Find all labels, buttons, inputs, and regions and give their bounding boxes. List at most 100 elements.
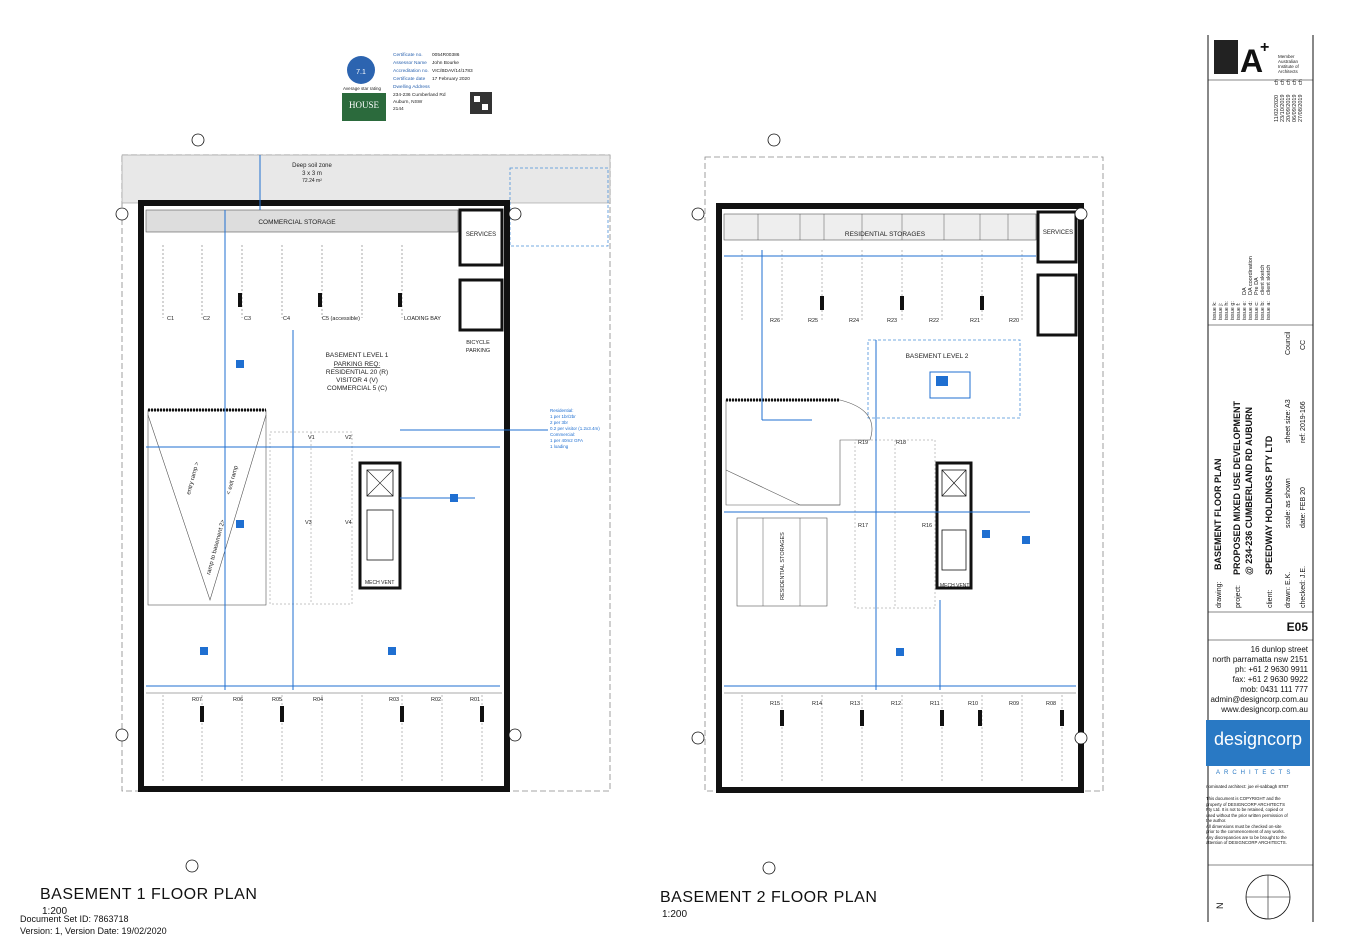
svg-text:R24: R24 bbox=[849, 318, 859, 324]
residential-storages-side: RESIDENTIAL STORAGES bbox=[780, 532, 786, 600]
svg-text:drawing:: drawing: bbox=[1216, 581, 1223, 608]
svg-text:Australian: Australian bbox=[1278, 59, 1299, 64]
svg-text:1 loading: 1 loading bbox=[550, 444, 569, 449]
svg-text:3 x 3 m: 3 x 3 m bbox=[302, 171, 322, 177]
svg-text:R05: R05 bbox=[272, 697, 282, 703]
svg-text:issue k:: issue k: bbox=[1212, 301, 1218, 320]
basement-2-wall bbox=[716, 203, 1084, 793]
svg-text:date: FEB 20: date: FEB 20 bbox=[1300, 487, 1307, 528]
svg-text:1 per 40m2 GFA: 1 per 40m2 GFA bbox=[550, 438, 583, 443]
svg-text:C3: C3 bbox=[244, 316, 251, 322]
svg-text:Auburn, NSW: Auburn, NSW bbox=[393, 99, 423, 105]
svg-text:@ 234-236 CUMBERLAND RD AUBURN: @ 234-236 CUMBERLAND RD AUBURN bbox=[1244, 407, 1254, 575]
services-label-b1: SERVICES bbox=[466, 232, 496, 238]
svg-text:R09: R09 bbox=[1009, 701, 1019, 707]
svg-text:R10: R10 bbox=[968, 701, 978, 707]
svg-text:Council: Council bbox=[1285, 331, 1292, 355]
svg-text:MECH VENT: MECH VENT bbox=[940, 583, 969, 589]
residential-storages-top: RESIDENTIAL STORAGES bbox=[845, 231, 926, 238]
svg-text:ch: ch bbox=[1292, 79, 1298, 85]
svg-text:R13: R13 bbox=[850, 701, 860, 707]
svg-text:2 per 3br: 2 per 3br bbox=[550, 420, 569, 425]
svg-text:234-236 Cumberland Rd: 234-236 Cumberland Rd bbox=[393, 92, 446, 98]
svg-text:R17: R17 bbox=[858, 523, 868, 529]
svg-text:Assessor Name: Assessor Name bbox=[393, 60, 427, 66]
svg-text:DA: DA bbox=[1242, 287, 1248, 295]
document-set-id: Document Set ID: 7863718 bbox=[20, 914, 129, 924]
svg-text:R07: R07 bbox=[192, 697, 202, 703]
basement-1-wall bbox=[138, 200, 510, 792]
svg-text:DA coordination: DA coordination bbox=[1248, 256, 1254, 295]
svg-text:project:: project: bbox=[1235, 585, 1242, 608]
basement-2-scale: 1:200 bbox=[662, 909, 688, 920]
svg-text:PARKING REQ:: PARKING REQ: bbox=[334, 361, 381, 368]
svg-text:20/09/2019: 20/09/2019 bbox=[1286, 94, 1292, 122]
svg-text:06/09/2019: 06/09/2019 bbox=[1292, 94, 1298, 122]
commercial-storage-label: COMMERCIAL STORAGE bbox=[258, 219, 336, 226]
svg-text:< exit ramp: < exit ramp bbox=[226, 464, 240, 495]
svg-text:scale: as shown: scale: as shown bbox=[1285, 478, 1292, 528]
svg-text:V1: V1 bbox=[308, 435, 315, 441]
svg-text:COMMERCIAL 5 (C): COMMERCIAL 5 (C) bbox=[327, 385, 387, 392]
svg-text:issue b:: issue b: bbox=[1260, 301, 1266, 320]
svg-text:HOUSE: HOUSE bbox=[349, 100, 380, 110]
svg-text:issue d:: issue d: bbox=[1248, 301, 1254, 320]
svg-text:ch: ch bbox=[1274, 79, 1280, 85]
svg-text:PARKING: PARKING bbox=[466, 348, 490, 354]
svg-text:BICYCLE: BICYCLE bbox=[466, 340, 490, 346]
svg-text:R21: R21 bbox=[970, 318, 980, 324]
svg-text:R08: R08 bbox=[1046, 701, 1056, 707]
svg-text:+: + bbox=[1260, 39, 1269, 56]
sheet-number: E05 bbox=[1286, 620, 1308, 634]
svg-text:Commercial:: Commercial: bbox=[550, 432, 575, 437]
svg-text:Member: Member bbox=[1278, 54, 1295, 59]
svg-text:Certificate no.: Certificate no. bbox=[393, 52, 423, 58]
svg-text:R11: R11 bbox=[930, 701, 940, 707]
svg-text:R22: R22 bbox=[929, 318, 939, 324]
svg-text:V2: V2 bbox=[345, 435, 352, 441]
svg-text:Deep soil zone: Deep soil zone bbox=[292, 163, 332, 169]
svg-text:Average star rating: Average star rating bbox=[343, 86, 381, 91]
svg-text:VISITOR 4 (V): VISITOR 4 (V) bbox=[336, 377, 378, 384]
svg-text:Residential:: Residential: bbox=[550, 408, 574, 413]
svg-text:ch: ch bbox=[1286, 79, 1292, 85]
svg-text:R06: R06 bbox=[233, 697, 243, 703]
svg-text:John Bourke: John Bourke bbox=[432, 60, 459, 66]
svg-text:R01: R01 bbox=[470, 697, 480, 703]
nathers-certificate: 7.1 Average star rating HOUSE bbox=[342, 56, 492, 121]
svg-text:C4: C4 bbox=[283, 316, 290, 322]
svg-text:issue g:: issue g: bbox=[1230, 301, 1236, 320]
basement-level-2-label: BASEMENT LEVEL 2 bbox=[906, 353, 969, 360]
svg-text:R12: R12 bbox=[891, 701, 901, 707]
svg-text:V3: V3 bbox=[305, 520, 312, 526]
svg-text:C2: C2 bbox=[203, 316, 210, 322]
svg-text:sheet size: A3: sheet size: A3 bbox=[1285, 399, 1292, 443]
svg-text:Certificate date: Certificate date bbox=[393, 76, 426, 82]
svg-text:PROPOSED MIXED USE DEVELOPMENT: PROPOSED MIXED USE DEVELOPMENT bbox=[1232, 400, 1242, 575]
basement-1-scale: 1:200 bbox=[42, 906, 68, 917]
svg-text:issue j:: issue j: bbox=[1218, 302, 1224, 320]
svg-text:drawn: E.K.: drawn: E.K. bbox=[1285, 572, 1292, 608]
drawing-title: BASEMENT FLOOR PLAN bbox=[1213, 459, 1223, 571]
svg-text:client:: client: bbox=[1267, 590, 1274, 608]
svg-text:issue f:: issue f: bbox=[1236, 302, 1242, 320]
lift-core-b2 bbox=[935, 461, 973, 590]
svg-text:R14: R14 bbox=[812, 701, 822, 707]
svg-text:ref: 2019-166: ref: 2019-166 bbox=[1300, 401, 1307, 443]
designcorp-logo: designcorp bbox=[1206, 720, 1310, 766]
svg-text:C1: C1 bbox=[167, 316, 174, 322]
svg-text:entry ramp >: entry ramp > bbox=[186, 461, 201, 496]
svg-text:ch: ch bbox=[1280, 79, 1286, 85]
svg-text:N: N bbox=[1215, 903, 1225, 910]
services-label-b2: SERVICES bbox=[1043, 230, 1073, 236]
firm-address: 16 dunlop street north parramatta nsw 21… bbox=[1210, 645, 1308, 714]
svg-text:client sketch: client sketch bbox=[1260, 265, 1266, 295]
svg-text:Pre DA: Pre DA bbox=[1254, 277, 1260, 295]
svg-text:issue c:: issue c: bbox=[1254, 301, 1260, 320]
svg-text:V4: V4 bbox=[345, 520, 352, 526]
svg-text:Dwelling Address: Dwelling Address bbox=[393, 84, 430, 90]
svg-text:issue e:: issue e: bbox=[1242, 301, 1248, 320]
svg-text:LOADING BAY: LOADING BAY bbox=[404, 316, 441, 322]
svg-text:R20: R20 bbox=[1009, 318, 1019, 324]
